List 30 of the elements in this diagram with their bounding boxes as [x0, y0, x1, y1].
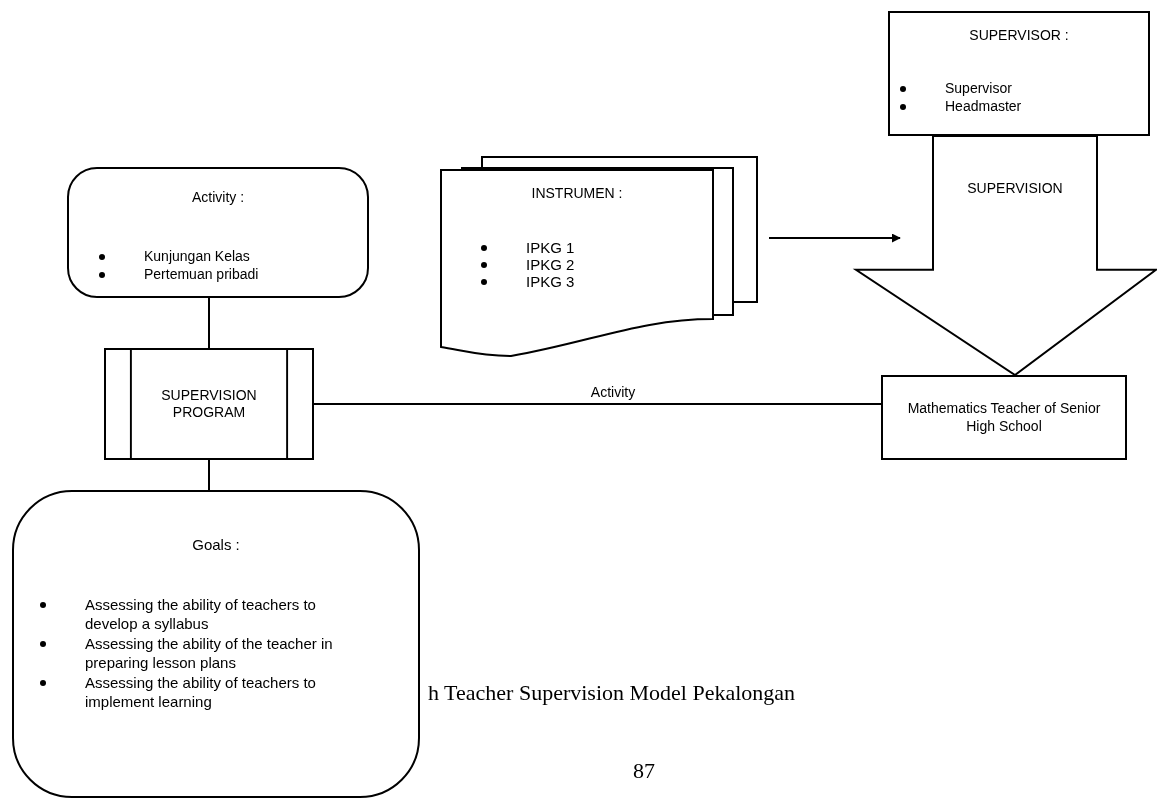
heading-text: Activity :: [191, 189, 245, 207]
heading-text: Goals :: [192, 536, 240, 555]
process-text: SUPERVISION PROGRAM: [160, 386, 258, 422]
connector-line: [208, 459, 210, 491]
heading-text: SUPERVISOR :: [969, 27, 1069, 45]
caption: h Teacher Supervision Model Pekalongan: [428, 680, 796, 706]
list-item: IPKG 2: [526, 255, 575, 273]
rectangle-box: [881, 375, 1127, 460]
heading-text: INSTRUMEN :: [531, 185, 623, 203]
page-number: 87: [633, 758, 655, 784]
rounded-box: [12, 490, 420, 798]
list-item: Headmaster: [945, 96, 1022, 115]
list-item: Assessing the ability of the teacher in preparing lesson plans: [85, 633, 334, 673]
connector-line: [313, 403, 882, 405]
arrow: [768, 233, 901, 243]
list-item: Kunjungan Kelas: [144, 246, 250, 265]
list-item: IPKG 3: [526, 273, 575, 291]
list-item: Assessing the ability of teachers to develop a syllabus: [85, 594, 317, 634]
edge-label: Activity: [587, 384, 639, 400]
connector-line: [208, 297, 210, 349]
list-item: Pertemuan pribadi: [144, 264, 259, 283]
predefined-process-box: [104, 348, 314, 460]
block-arrow: [852, 135, 1157, 377]
list-item: Assessing the ability of teachers to implement learning: [85, 672, 317, 712]
rectangle-box: [888, 11, 1150, 136]
heading-text: Mathematics Teacher of Senior High School: [906, 400, 1102, 435]
list-item: IPKG 1: [526, 238, 575, 256]
list-item: Supervisor: [945, 78, 1012, 97]
document-stack: [441, 157, 757, 356]
rounded-box: [67, 167, 369, 298]
